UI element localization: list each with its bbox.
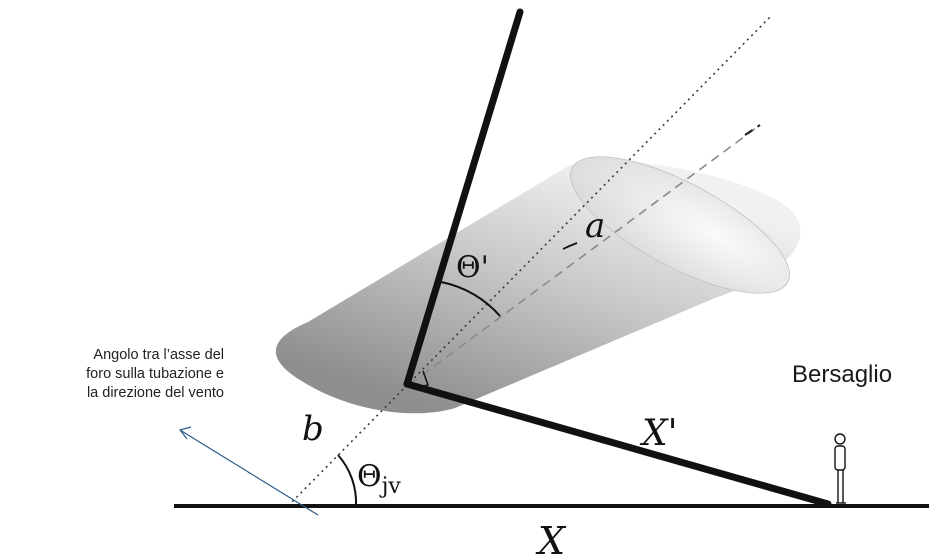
label-a: a [585,206,605,246]
distance-x-prime-line [403,380,832,508]
vertical-jet-line [403,8,524,388]
label-theta-prime: Θ' [456,250,489,285]
angle-arc-theta-prime [440,281,501,317]
annotation-arrow-line [179,429,319,516]
plume-axis-dashed-outer [744,124,761,136]
annotation-line: Angolo tra l’asse del [93,347,224,363]
label-theta-jv: Θjv [357,459,401,499]
label-x-prime: X' [639,413,678,454]
wind-angle-annotation: Angolo tra l’asse del foro sulla tubazio… [6,346,224,403]
label-b: b [302,409,324,449]
angle-arc-a [562,242,578,250]
target-label: Bersaglio [792,361,893,388]
angle-arc-theta-jv [337,454,358,507]
label-x: X [535,519,567,554]
person-figure-icon [834,433,846,504]
annotation-line: foro sulla tubazione e [86,366,224,382]
annotation-line: la direzione del vento [86,385,224,401]
wind-direction-dotted-line [287,14,773,507]
plume-axis-dashed [409,124,761,385]
plume-cylinder-cap [570,156,790,294]
right-angle-marker [413,370,429,389]
annotation-arrow-head [178,426,192,440]
